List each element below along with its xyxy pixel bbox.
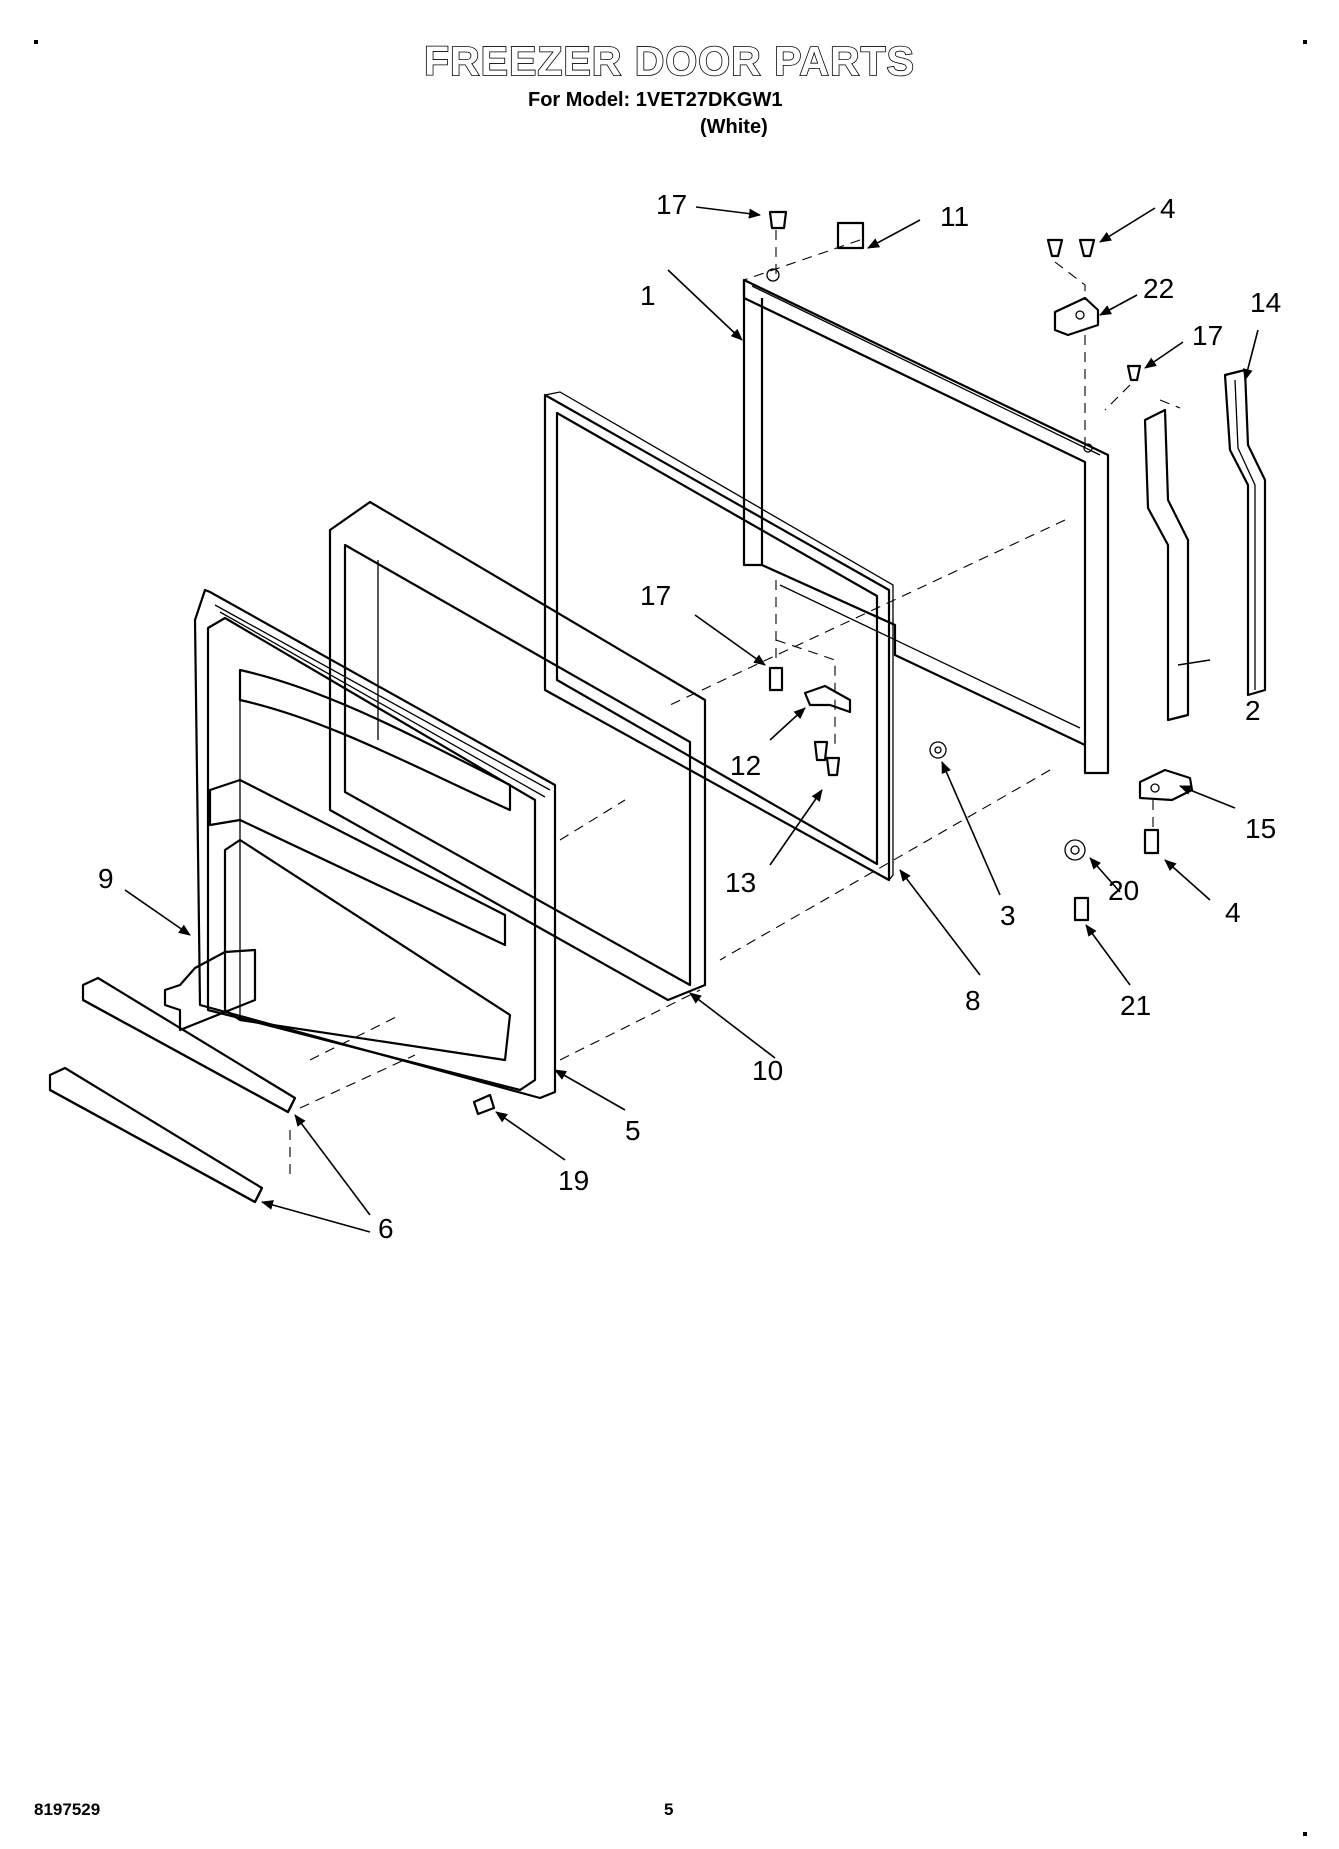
bracket-12 bbox=[803, 684, 852, 714]
door-bin-upper bbox=[81, 976, 297, 1114]
callout-17-mid: 17 bbox=[640, 580, 671, 611]
alignment-lines bbox=[289, 230, 1181, 1180]
leader-lines bbox=[124, 206, 1259, 1233]
callout-11: 11 bbox=[940, 201, 969, 232]
callout-15: 15 bbox=[1245, 813, 1276, 844]
callout-19: 19 bbox=[558, 1165, 589, 1196]
callout-4-top: 4 bbox=[1160, 193, 1176, 224]
callout-17-right: 17 bbox=[1192, 320, 1223, 351]
callout-4-bottom: 4 bbox=[1225, 897, 1241, 928]
page-title: FREEZER DOOR PARTS bbox=[423, 37, 916, 85]
door-bin-lower bbox=[48, 1066, 264, 1204]
callout-5: 5 bbox=[625, 1115, 641, 1146]
callout-3: 3 bbox=[1000, 900, 1016, 931]
outer-door-panel bbox=[742, 268, 1110, 775]
callout-2: 2 bbox=[1245, 695, 1261, 726]
inner-door-liner bbox=[193, 588, 557, 1100]
callout-13: 13 bbox=[725, 867, 756, 898]
callout-labels: 17 11 4 22 14 17 1 17 12 13 2 15 3 20 4 … bbox=[98, 189, 1281, 1244]
callout-22: 22 bbox=[1143, 273, 1174, 304]
corner-mark-top-left bbox=[34, 40, 38, 44]
callout-17-top: 17 bbox=[656, 189, 687, 220]
model-label: For Model: 1VET27DKGW1 bbox=[528, 89, 783, 111]
callout-10: 10 bbox=[752, 1055, 783, 1086]
handle-trim-14 bbox=[1223, 368, 1267, 697]
color-label: (White) bbox=[700, 116, 768, 138]
callout-21: 21 bbox=[1120, 990, 1151, 1021]
callout-9: 9 bbox=[98, 863, 114, 894]
page-number: 5 bbox=[664, 1800, 674, 1819]
callout-8: 8 bbox=[965, 985, 981, 1016]
door-liner-frame bbox=[543, 391, 894, 882]
callout-6: 6 bbox=[378, 1213, 394, 1244]
callout-20: 20 bbox=[1108, 875, 1139, 906]
document-number: 8197529 bbox=[34, 1800, 101, 1819]
corner-mark-bottom-right bbox=[1303, 1832, 1307, 1836]
hardware-small bbox=[472, 210, 1160, 1116]
hinge-22 bbox=[1053, 296, 1100, 337]
breaker-strip-frame bbox=[328, 500, 707, 1002]
callout-14: 14 bbox=[1250, 287, 1281, 318]
callout-12: 12 bbox=[730, 750, 761, 781]
corner-mark-top-right bbox=[1303, 40, 1307, 44]
hinge-15 bbox=[1138, 768, 1194, 802]
callout-1: 1 bbox=[640, 280, 656, 311]
divider-card bbox=[163, 948, 257, 1032]
handle-trim-2 bbox=[1143, 408, 1190, 722]
